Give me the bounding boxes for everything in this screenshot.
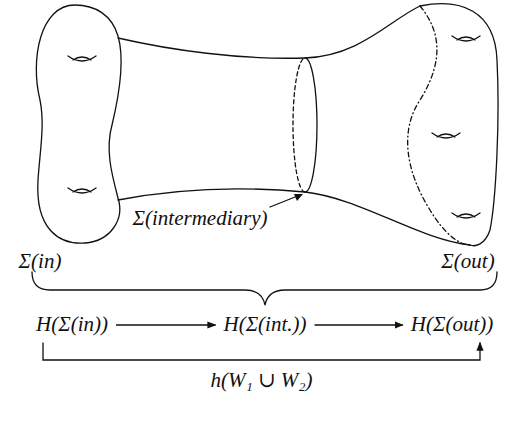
surface-edge	[118, 189, 470, 245]
formula-term: H(Σ(int.))	[220, 310, 309, 339]
brace	[32, 272, 497, 305]
handle	[68, 56, 96, 61]
surface-label: Σ(out)	[441, 249, 494, 274]
arrow-connector	[116, 324, 215, 325]
formula-term: H(Σ(in))	[33, 310, 111, 339]
term-text: H(Σ(in))	[36, 312, 108, 337]
handle-arc	[73, 57, 91, 60]
handle-arc	[457, 37, 475, 40]
surface-edge	[118, 6, 420, 58]
intermediary-circle-hidden	[293, 58, 305, 192]
handle	[452, 36, 480, 41]
term-text: H(Σ(int.))	[223, 312, 306, 337]
edge-label: h(W₁ ∪ W₂)	[208, 368, 314, 393]
handle	[452, 213, 480, 218]
handle-arc	[68, 56, 96, 61]
arrow-connector	[43, 343, 480, 360]
surface-label: Σ(intermediary)	[133, 206, 268, 231]
handle-arc	[73, 189, 91, 192]
arrow-connector	[315, 324, 403, 325]
leader-head	[294, 194, 303, 201]
handle-arc	[437, 134, 455, 137]
out-boundary-hidden	[408, 6, 470, 245]
handle-arc	[457, 214, 475, 217]
handle-arc	[68, 188, 96, 193]
handle-arc	[452, 36, 480, 41]
formula-term: H(Σ(out))	[408, 310, 496, 339]
handle-arc	[452, 213, 480, 218]
in-boundary	[36, 5, 121, 243]
handle	[68, 188, 96, 193]
term-text: H(Σ(out))	[411, 312, 493, 337]
surface-label: Σ(in)	[19, 249, 62, 274]
out-boundary	[420, 4, 498, 246]
intermediary-circle	[305, 58, 317, 192]
handle	[432, 133, 460, 138]
handle-arc	[432, 133, 460, 138]
